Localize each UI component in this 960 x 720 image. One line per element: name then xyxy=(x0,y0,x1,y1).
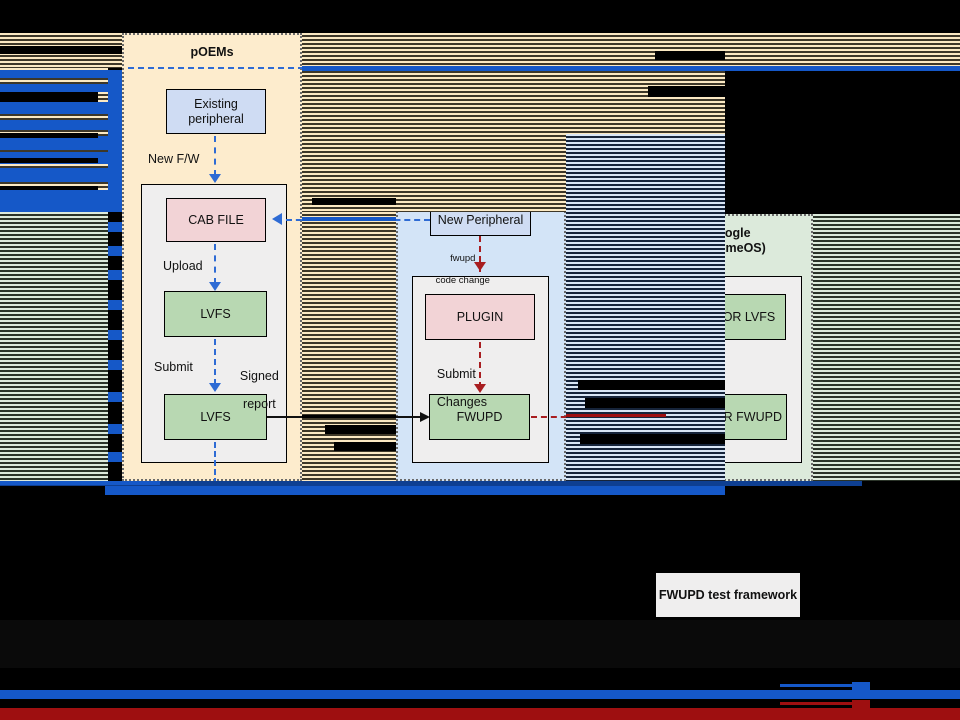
edge-label-fwupd-code-change-line1: fwupd xyxy=(450,253,476,264)
node-existing-peripheral-line2: peripheral xyxy=(188,111,244,126)
glitch-band-top xyxy=(0,0,960,33)
connector-lvfs-downstream xyxy=(214,442,216,484)
glitch-streak-left-b4 xyxy=(0,120,108,130)
glitch-streak-left-b1 xyxy=(0,70,108,78)
glitch-bar-blue-seg4 xyxy=(108,300,122,310)
connector-existing-to-cabfile xyxy=(214,136,216,176)
arrowhead-fwupd-to-mirrorfwupd xyxy=(664,412,674,422)
connector-lvfs-to-fwupd xyxy=(267,416,423,418)
legend-streak-red-dash xyxy=(780,702,852,705)
node-cab-file[interactable]: CAB FILE xyxy=(166,198,266,242)
glitch-streak-left-k4 xyxy=(0,186,98,191)
glitch-bar-blue-seg1 xyxy=(108,222,122,232)
connector-top-dashed-left xyxy=(128,67,304,69)
glitch-band-nearblack xyxy=(0,620,960,668)
glitch-streak-blue-top xyxy=(302,66,960,71)
glitch-stripes-mid-column xyxy=(302,212,396,481)
glitch-streak-mid-2 xyxy=(334,442,396,451)
connector-lvfs-to-lvfs xyxy=(214,339,216,385)
glitch-stripes-left-tan xyxy=(0,68,108,212)
glitch-bar-blue-seg6 xyxy=(108,360,122,370)
arrowhead-cabfile-to-lvfs xyxy=(209,282,221,291)
node-plugin[interactable]: PLUGIN xyxy=(425,294,535,340)
swimlane-plugin-title-line2: Chipset Vendors xyxy=(431,161,531,175)
glitch-bar-under-diagram-2 xyxy=(105,486,725,495)
edge-label-upload: Upload xyxy=(163,259,203,273)
glitch-streak-left-k1 xyxy=(0,92,98,102)
glitch-bar-blue-seg3 xyxy=(108,270,122,280)
node-fwupd[interactable]: FWUPD xyxy=(429,394,530,440)
glitch-stripes-topleft xyxy=(0,33,122,68)
glitch-streak-left-b5 xyxy=(0,136,108,150)
swimlane-poems-title: pOEMs xyxy=(190,45,234,59)
node-lvfs-submit[interactable]: LVFS xyxy=(164,394,267,440)
glitch-bar-under-diagram-1 xyxy=(0,481,862,486)
legend-streak-red-block xyxy=(852,700,870,714)
legend-streak-red-full xyxy=(0,708,960,720)
connector-plugin-to-fwupd xyxy=(479,342,481,388)
node-existing-peripheral[interactable]: Existing peripheral xyxy=(166,89,266,134)
glitch-streak-left-b6 xyxy=(0,152,108,164)
edge-label-fwupd-code-change: fwupd code change xyxy=(425,242,490,297)
edge-label-submit-changes-line1: Submit xyxy=(436,367,476,381)
node-existing-peripheral-line1: Existing xyxy=(194,96,238,111)
arrowhead-newperipheral-to-cabfile xyxy=(272,213,282,225)
edge-label-signed-report: Signed report xyxy=(226,355,279,425)
swimlane-google-title-line1: Google xyxy=(707,226,751,240)
glitch-streak-topleft-1 xyxy=(0,46,122,54)
node-mirror-lvfs[interactable]: MIRROR LVFS xyxy=(680,294,786,340)
arrowhead-lvfs-to-lvfs xyxy=(209,383,221,392)
legend-streak-black-sep xyxy=(0,699,960,704)
edge-label-submit: Submit xyxy=(154,360,193,374)
connector-newperipheral-to-cabfile xyxy=(286,219,430,221)
edge-label-fwupd-code-change-line2: code change xyxy=(435,275,490,286)
edge-label-signed-report-line1: Signed xyxy=(239,369,279,383)
glitch-band-bottom-black xyxy=(0,668,960,720)
arrowhead-newperipheral-to-plugin xyxy=(474,262,486,271)
glitch-bar-blue-seg9 xyxy=(108,452,122,462)
node-mirror-fwupd[interactable]: MIRROR FWUPD xyxy=(677,394,787,440)
glitch-bar-blue-seg2 xyxy=(108,246,122,256)
glitch-streak-left-b7 xyxy=(0,168,108,182)
connector-cabfile-to-lvfs xyxy=(214,244,216,284)
glitch-streak-left-k3 xyxy=(0,158,98,163)
arrowhead-plugin-to-fwupd xyxy=(474,384,486,393)
edge-label-new-fw: New F/W xyxy=(148,152,200,166)
swimlane-google-title-line2: (ChromeOS) xyxy=(692,241,766,255)
edge-label-signed-report-line2: report xyxy=(243,397,276,411)
connector-newperipheral-to-plugin xyxy=(479,236,481,272)
glitch-streak-left-b8 xyxy=(0,190,108,212)
node-fwupd-test-framework[interactable]: FWUPD test framework xyxy=(656,573,800,617)
connector-fwupd-to-mirrorfwupd xyxy=(531,416,666,418)
glitch-stripes-upper-far-right xyxy=(725,33,960,66)
swimlane-google-title: Google (ChromeOS) xyxy=(647,226,811,256)
legend-streak-blue-block xyxy=(852,682,870,696)
legend-streak-blue-full xyxy=(0,690,960,699)
legend-streak-blue-dash xyxy=(780,684,852,687)
glitch-stripes-left-green xyxy=(0,212,108,481)
glitch-streak-mid-3 xyxy=(312,198,396,205)
node-lvfs-upload[interactable]: LVFS xyxy=(164,291,267,337)
glitch-bar-blue-seg5 xyxy=(108,330,122,340)
glitch-bar-blue-seg7 xyxy=(108,392,122,402)
glitch-stripes-google-right xyxy=(813,214,960,481)
glitch-band-below-diagram xyxy=(0,495,960,620)
glitch-streak-mid-1 xyxy=(325,425,396,434)
edge-label-submit-changes-line2: Changes xyxy=(436,395,487,409)
glitch-streak-left-k2 xyxy=(0,133,98,138)
node-new-peripheral[interactable]: New Peripheral xyxy=(430,205,531,236)
glitch-streak-upper-1 xyxy=(655,51,960,60)
glitch-streak-left-b3 xyxy=(0,102,108,114)
edge-label-submit-changes: Submit Changes xyxy=(423,353,487,423)
glitch-bar-under-diagram-3 xyxy=(0,481,160,485)
glitch-bar-blue-seg8 xyxy=(108,424,122,434)
glitch-bar-blue-vertical xyxy=(108,70,122,212)
arrowhead-existing-to-cabfile xyxy=(209,174,221,183)
glitch-streak-upper-2 xyxy=(648,86,960,97)
arrowhead-lvfs-to-fwupd xyxy=(420,412,430,422)
swimlane-plugin-title: Plugin Developers/ Chipset Vendors xyxy=(398,146,564,176)
glitch-streak-left-b2 xyxy=(0,84,108,92)
swimlane-plugin-title-line1: Plugin Developers/ xyxy=(424,146,538,160)
